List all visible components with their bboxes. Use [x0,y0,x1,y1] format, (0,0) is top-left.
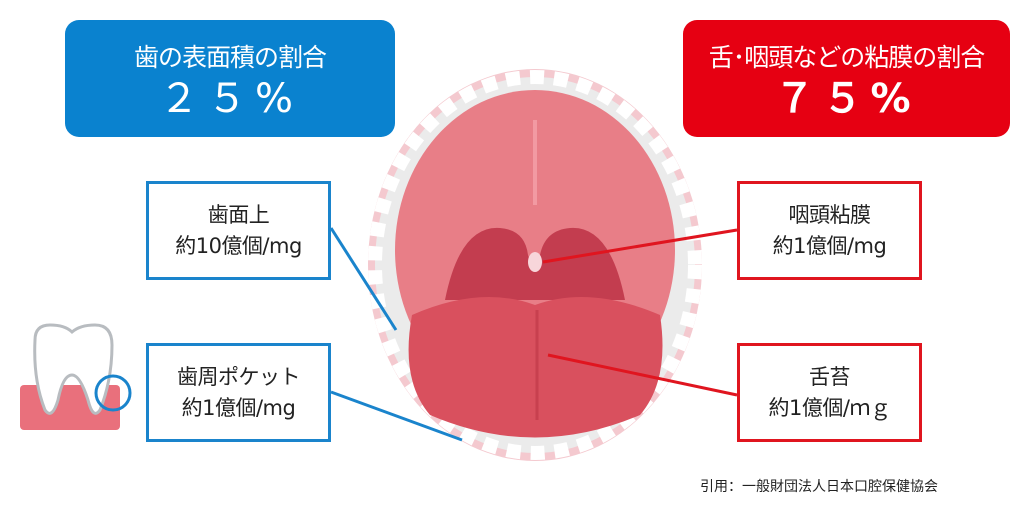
label-periodontal-pocket: 歯周ポケット 約1億個/mg [146,343,331,442]
banner-value: ７５% [774,76,919,122]
label-tongue-coating: 舌苔 約1億個/ｍｇ [737,343,922,442]
banner-title: 歯の表面積の割合 [133,43,327,72]
label-value: 約1億個/mg [772,233,887,258]
label-tooth-surface: 歯面上 約10億個/mg [146,181,331,280]
label-pharyngeal-mucosa: 咽頭粘膜 約1億個/mg [737,181,922,280]
label-title: 歯周ポケット [177,364,301,389]
label-value: 約1億個/mg [181,395,296,420]
label-title: 歯面上 [207,202,270,227]
banner-title: 舌･咽頭などの粘膜の割合 [708,43,986,72]
label-value: 約10億個/mg [175,233,302,258]
label-title: 咽頭粘膜 [788,202,872,227]
tooth-icon [20,323,132,430]
connector-lines [329,227,738,442]
citation: 引用：一般財団法人日本口腔保健協会 [700,479,938,495]
banner-value: ２５% [158,76,301,122]
teeth-surface-ratio-banner: 歯の表面積の割合 ２５% [65,20,395,137]
open-mouth-icon [368,69,702,461]
mucosa-ratio-banner: 舌･咽頭などの粘膜の割合 ７５% [683,20,1010,137]
label-title: 舌苔 [809,364,851,389]
label-value: 約1億個/ｍｇ [768,395,891,420]
